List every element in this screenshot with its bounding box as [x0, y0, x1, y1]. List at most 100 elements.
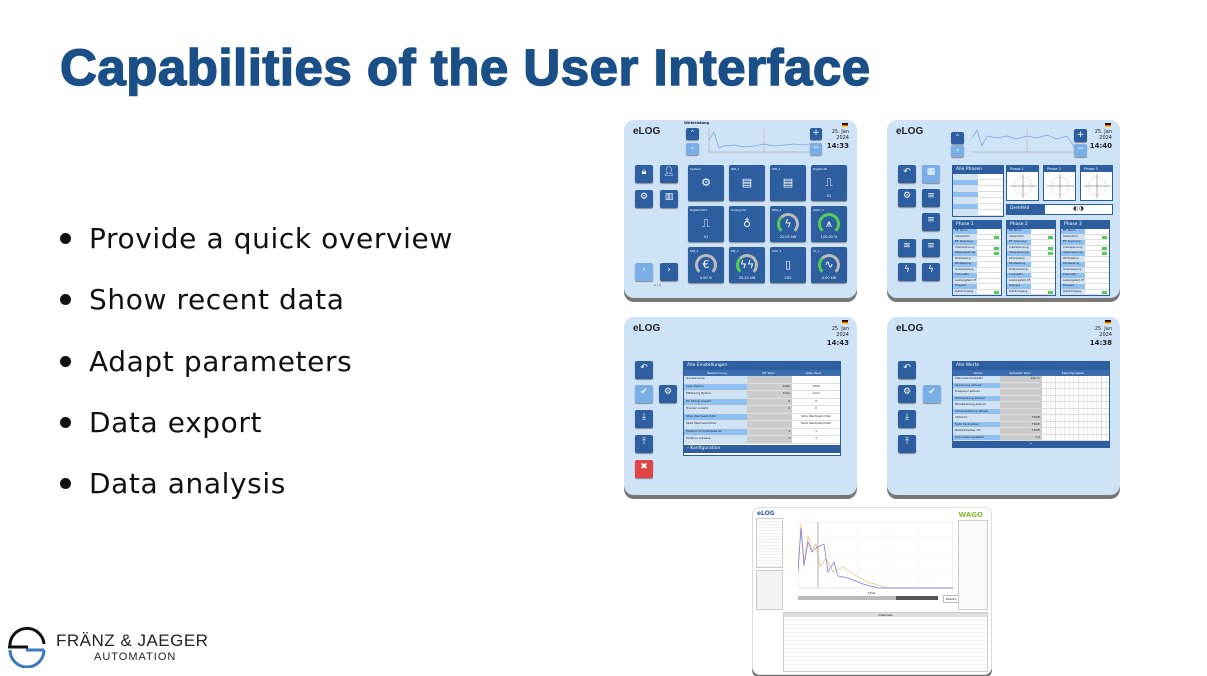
row-value: [1031, 284, 1055, 289]
soll-value[interactable]: Start Wechselrichter: [792, 421, 840, 428]
row-value: [977, 229, 1001, 234]
export-groups: [1041, 428, 1109, 434]
bullet-list: Provide a quick overview Show recent dat…: [60, 208, 453, 514]
digital-in-icon: ⎍: [825, 176, 833, 189]
dashboard-tile[interactable]: VI_1∿0.00 kW: [811, 247, 847, 283]
date: 25. Jan 2024: [1094, 129, 1112, 141]
dashboard-tile[interactable]: GRID_1⩚100.00 %: [811, 206, 847, 242]
dashboard-tile[interactable]: DM_1€0.00 %: [688, 247, 724, 283]
ist-value: [746, 376, 793, 383]
table-row: [953, 204, 1003, 210]
export-button[interactable]: Export: [943, 595, 959, 603]
gauge-ring: [777, 213, 799, 235]
dashboard-tile[interactable]: Analog IN♁: [729, 206, 765, 242]
table-row: Nulldurchgang: [1007, 289, 1055, 295]
row-label: Ueberstrom: [953, 234, 977, 239]
row-value: [977, 245, 1001, 250]
dashboard-tile[interactable]: CSV_1▯CSV: [770, 247, 806, 283]
table-row: Blindleistung: [1007, 262, 1055, 268]
table-row: Eff. Spannung: [1061, 240, 1109, 246]
table-row: [953, 192, 1003, 198]
tile-value: CSV: [784, 276, 792, 280]
table-row: Blindleistung: [953, 262, 1001, 268]
row-label: CosinusPhi: [1061, 273, 1085, 278]
current-value: [999, 408, 1042, 414]
current-value: 100 %: [999, 376, 1042, 382]
dashboard-tile[interactable]: System⚙︎: [688, 165, 724, 201]
done-button: ✔: [635, 385, 653, 403]
ist-value: 1: [746, 436, 793, 443]
table-row: Geratename: [684, 376, 840, 384]
value-name: Blindleistung aktuell: [953, 402, 1000, 408]
dashboard-tile[interactable]: WR_1▤: [729, 165, 765, 201]
soll-value[interactable]: 1000: [792, 383, 840, 390]
current-value: 1.0: [999, 434, 1042, 440]
l1-button: ≡: [922, 189, 940, 207]
row-label: CosinusPhi: [953, 273, 977, 278]
row-label: Frequenz: [953, 284, 977, 289]
screenshot-values: eLOG 25. Jan 2024 14:38 ↶ ⚙︎ ✔ ⤓ ⤒ Alle …: [887, 317, 1120, 495]
current-value: [999, 382, 1042, 388]
ist-value: 1000: [746, 383, 793, 390]
file-list[interactable]: [756, 518, 783, 568]
elog-logo: eLOG: [633, 126, 661, 137]
table-row: Unterspannung: [1007, 245, 1055, 251]
row-label: Unterspannung: [1061, 245, 1085, 250]
soll-value[interactable]: 0: [792, 398, 840, 405]
save-button: ⤓: [898, 410, 916, 428]
table-row: Leistungsfakt. PF: [953, 278, 1001, 284]
table-row: Unterspannung: [953, 245, 1001, 251]
row-label: Unterspannung: [953, 245, 977, 250]
soll-value[interactable]: 1min: [792, 391, 840, 398]
gauge-ring: [818, 254, 840, 276]
phase-title: Phase 1: [1007, 166, 1038, 172]
row-value: [1031, 240, 1055, 245]
elog-logo: eLOG: [633, 323, 661, 334]
elog-logo: eLOG: [896, 126, 924, 137]
soll-value[interactable]: [792, 376, 840, 383]
dashboard-tile[interactable]: WR_2▤: [770, 165, 806, 201]
power-button: ϟ: [922, 263, 940, 281]
time: 14:43: [826, 339, 849, 347]
table-row: Wirkleistung: [1007, 256, 1055, 262]
tile-value: 25.20 kW: [738, 276, 756, 280]
soll-value[interactable]: 1: [792, 428, 840, 435]
export-groups: [1041, 395, 1109, 401]
soll-value[interactable]: 0: [792, 406, 840, 413]
save-button: ⤓: [635, 410, 653, 428]
tile-value: 100.00 %: [820, 235, 838, 239]
row-label: Wirkleistung: [953, 256, 977, 261]
soll-value[interactable]: 1: [792, 436, 840, 443]
flag-icon: [1105, 123, 1111, 127]
row-label: Blindleistung: [1061, 262, 1085, 267]
row-value: [977, 251, 1001, 256]
up-button: ⌃: [951, 132, 964, 144]
rotation-field: Drehfeld◐◑: [1006, 204, 1113, 215]
row-label: Leistungsfakt. PF: [953, 278, 977, 283]
dashboard-tile[interactable]: Digital IN⎍01: [811, 165, 847, 201]
gauge-ring: [736, 254, 758, 276]
up-button: ⌃: [686, 128, 699, 140]
row-value: [1031, 245, 1055, 250]
bullet-item: Show recent data: [60, 269, 453, 330]
row-label: Leistungsfakt. PF: [1061, 278, 1085, 283]
export-groups: [1041, 402, 1109, 408]
fj-logo-icon: [8, 627, 46, 668]
back-button: ↶: [898, 361, 916, 379]
overview-button: ▦: [922, 165, 940, 183]
setting-name: Geratename: [684, 376, 747, 383]
row-label: Scheinleistung: [953, 267, 977, 272]
dashboard-tile[interactable]: Digital OUT⎍01: [688, 206, 724, 242]
screenshot-settings: eLOG 25. Jan 2024 14:43 ↶ ✔ ⚙︎ ⤓ ⤒ ✖ All…: [624, 317, 857, 495]
bullet-item: Adapt parameters: [60, 331, 453, 392]
soll-value[interactable]: Stop Wechselrichter: [792, 413, 840, 420]
time-range-slider[interactable]: [798, 596, 938, 600]
tile-label: CSV_1: [772, 249, 782, 253]
row-value: [1085, 284, 1109, 289]
dc-ac-icon: ∿: [824, 258, 834, 271]
tile-label: Analog IN: [731, 208, 746, 212]
